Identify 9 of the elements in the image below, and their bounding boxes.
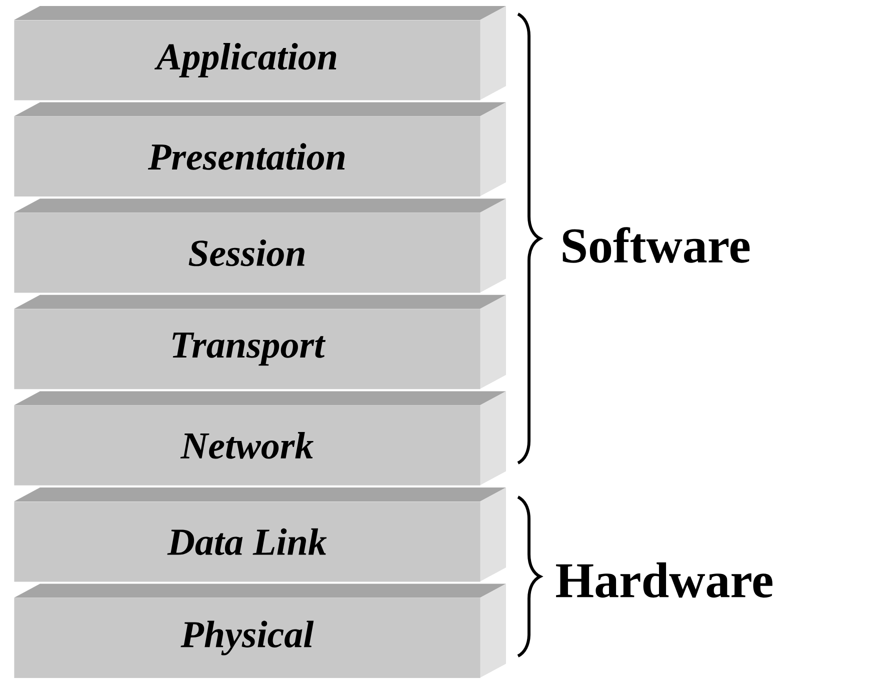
layer-slab: Network — [14, 391, 506, 486]
group-label: Hardware — [556, 562, 772, 598]
layer-slab: Data Link — [14, 488, 506, 582]
layer-slab: Physical — [14, 584, 506, 678]
layer-slab: Application — [14, 6, 506, 100]
group-label: Software — [562, 227, 750, 263]
layer-slab: Presentation — [14, 102, 506, 196]
layer-slab: Transport — [14, 294, 506, 390]
layer-slab: Session — [14, 198, 506, 293]
